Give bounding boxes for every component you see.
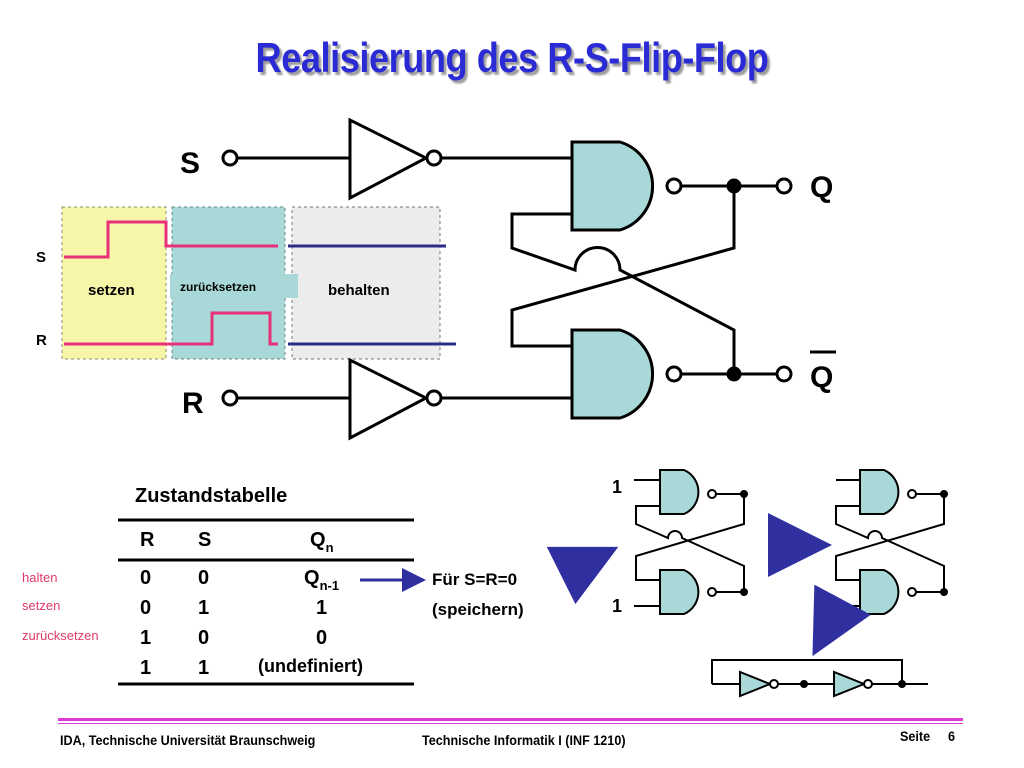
loop-inverter-2 [833, 670, 867, 698]
footer-page-label: Seite [900, 728, 931, 744]
arrow-down [812, 584, 871, 657]
timing-diagram: S R setzen zurücksetzen behalten [36, 206, 456, 360]
inverter-s [348, 117, 430, 201]
header-r: R [140, 529, 155, 551]
footer-divider-2 [58, 723, 963, 724]
phase-label-behalten: behalten [328, 282, 390, 299]
label-qbar: Q [810, 361, 833, 394]
cell-r-0: 0 [140, 567, 151, 589]
footer-course: Technische Informatik I (INF 1210) [422, 732, 626, 748]
header-s: S [198, 529, 211, 551]
s-signal-trace [64, 220, 278, 259]
small-nand-top-1 [659, 469, 700, 515]
footer-institution: IDA, Technische Universität Braunschweig [60, 732, 316, 748]
label-q: Q [810, 171, 833, 204]
cell-q-1: 1 [316, 597, 327, 619]
inverter-loop [711, 659, 928, 698]
small-circuit-2 [835, 469, 948, 615]
cell-s-1: 1 [198, 597, 209, 619]
timing-label-s: S [36, 249, 46, 266]
output-q-terminal [775, 177, 793, 195]
small-nand-bottom-1 [659, 569, 700, 615]
footer-page-number: 6 [948, 728, 956, 744]
cell-r-3: 1 [140, 657, 151, 679]
inverter-r-bubble [425, 389, 443, 407]
header-q: Qn [310, 529, 334, 555]
cell-q-0: Qn-1 [304, 567, 339, 593]
small-nand-top-2 [859, 469, 900, 515]
row-label-halten: halten [22, 570, 57, 585]
phase-label-zuruecksetzen: zurücksetzen [180, 280, 256, 294]
input-r-terminal [221, 389, 239, 407]
small-nand-bottom-2 [859, 569, 900, 615]
arrow-to-small-circuit [546, 546, 619, 605]
phase-box-setzen [61, 206, 167, 360]
loop-inverter-1 [739, 670, 773, 698]
nand-bottom-bubble [665, 365, 683, 383]
feedback-bottom [510, 186, 736, 348]
row-label-setzen: setzen [22, 598, 60, 613]
small-input-bottom: 1 [612, 596, 622, 616]
nand-gate-top [570, 140, 654, 232]
page-title: Realisierung des R-S-Flip-Flop [255, 34, 769, 81]
row-label-zuruecksetzen: zurücksetzen [22, 628, 99, 643]
inverter-s-bubble [425, 149, 443, 167]
feedback-top [510, 212, 736, 374]
cell-q-2: 0 [316, 627, 327, 649]
inverter-r [348, 357, 430, 441]
table-title: Zustandstabelle [135, 485, 287, 507]
nand-gate-bottom [570, 328, 654, 420]
small-circuit-1 [634, 469, 748, 615]
label-s: S [180, 147, 200, 180]
note-line2: (speichern) [432, 600, 524, 619]
phase-box-behalten [291, 206, 441, 360]
main-flipflop [221, 117, 793, 441]
note-line1: Für S=R=0 [432, 570, 517, 589]
small-input-top: 1 [612, 477, 622, 497]
phase-label-bg [170, 274, 298, 298]
output-qbar-terminal [775, 365, 793, 383]
cell-r-2: 1 [140, 627, 151, 649]
cell-q-3: (undefiniert) [258, 656, 363, 676]
nand-top-bubble [665, 177, 683, 195]
label-r: R [182, 387, 204, 420]
footer-divider [58, 718, 963, 721]
state-table: Zustandstabelle R S Qn halten setzen zur… [22, 485, 414, 686]
phase-label-setzen: setzen [88, 282, 135, 299]
timing-label-r: R [36, 332, 47, 349]
input-s-terminal [221, 149, 239, 167]
cell-r-1: 0 [140, 597, 151, 619]
cell-s-0: 0 [198, 567, 209, 589]
r-signal-trace [64, 311, 278, 346]
cell-s-2: 0 [198, 627, 209, 649]
cell-s-3: 1 [198, 657, 209, 679]
